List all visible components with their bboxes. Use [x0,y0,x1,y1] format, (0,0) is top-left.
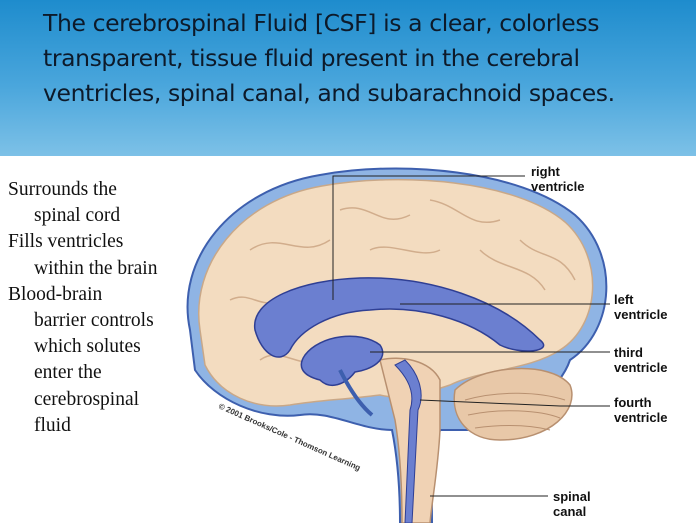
label-right-ventricle: right ventricle [531,164,585,194]
list-line: cerebrospinal [34,388,140,410]
list-line: Fills ventricles [8,231,124,253]
label-fourth-ventricle: fourth ventricle [614,395,668,425]
csf-functions-list: Surrounds the spinal cord Fills ventricl… [8,177,157,439]
label-left-ventricle: left ventricle [614,292,668,322]
leader-lines [332,175,610,497]
list-line: Blood-brain [8,283,103,305]
title-banner: The cerebrospinal Fluid [CSF] is a clear… [0,0,696,156]
label-spinal-canal: spinal canal [553,489,591,519]
list-line: which solutes [34,336,141,358]
header-text: The cerebrospinal Fluid [CSF] is a clear… [43,9,615,107]
list-line: barrier controls [34,310,154,332]
label-third-ventricle: third ventricle [614,345,668,375]
list-line: fluid [34,414,71,436]
list-line: Surrounds the [8,179,117,200]
list-line: within the brain [34,257,158,279]
brain-diagram: © 2001 Brooks/Cole - Thomson Learning [186,167,610,523]
lateral-ventricle [254,277,545,358]
list-line: spinal cord [34,205,121,227]
fourth-ventricle [394,359,422,523]
list-line: enter the [34,362,102,384]
third-ventricle [300,335,384,387]
